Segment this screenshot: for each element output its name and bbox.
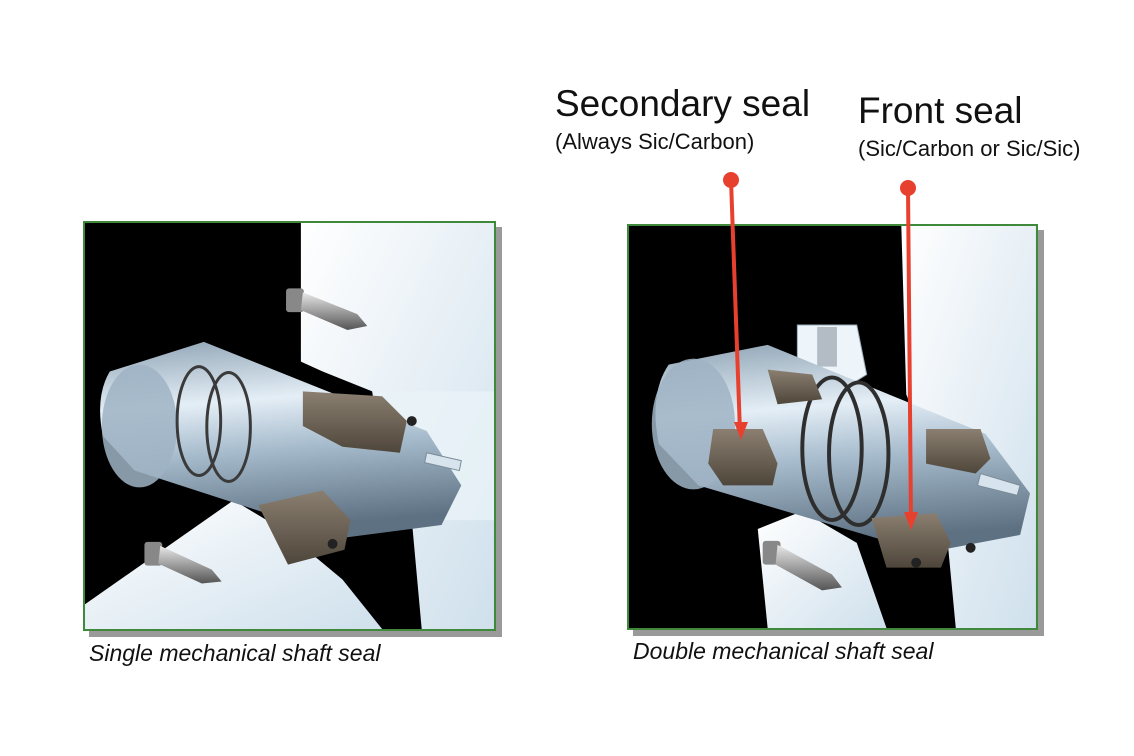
front-seal-face — [871, 428, 991, 568]
secondary-seal-note: (Always Sic/Carbon) — [555, 129, 755, 154]
secondary-seal-face — [708, 369, 823, 486]
bottom-bolt — [144, 541, 222, 584]
front-seal-note: (Sic/Carbon or Sic/Sic) — [858, 136, 1081, 161]
single-seal-illustration — [83, 221, 496, 631]
double-seal-illustration — [627, 224, 1038, 630]
top-bolt — [286, 288, 368, 330]
seal-spring — [175, 365, 252, 483]
single-seal-cutaway — [85, 223, 494, 629]
seal-spring — [800, 375, 891, 528]
secondary-seal-label: Secondary seal — [555, 83, 811, 124]
double-seal-cutaway — [651, 226, 1036, 628]
front-seal-label: Front seal — [858, 90, 1023, 131]
single-seal-caption: Single mechanical shaft seal — [89, 640, 381, 666]
double-seal-caption: Double mechanical shaft seal — [633, 638, 934, 664]
seal-face — [258, 391, 417, 565]
bottom-bolt — [762, 540, 842, 591]
